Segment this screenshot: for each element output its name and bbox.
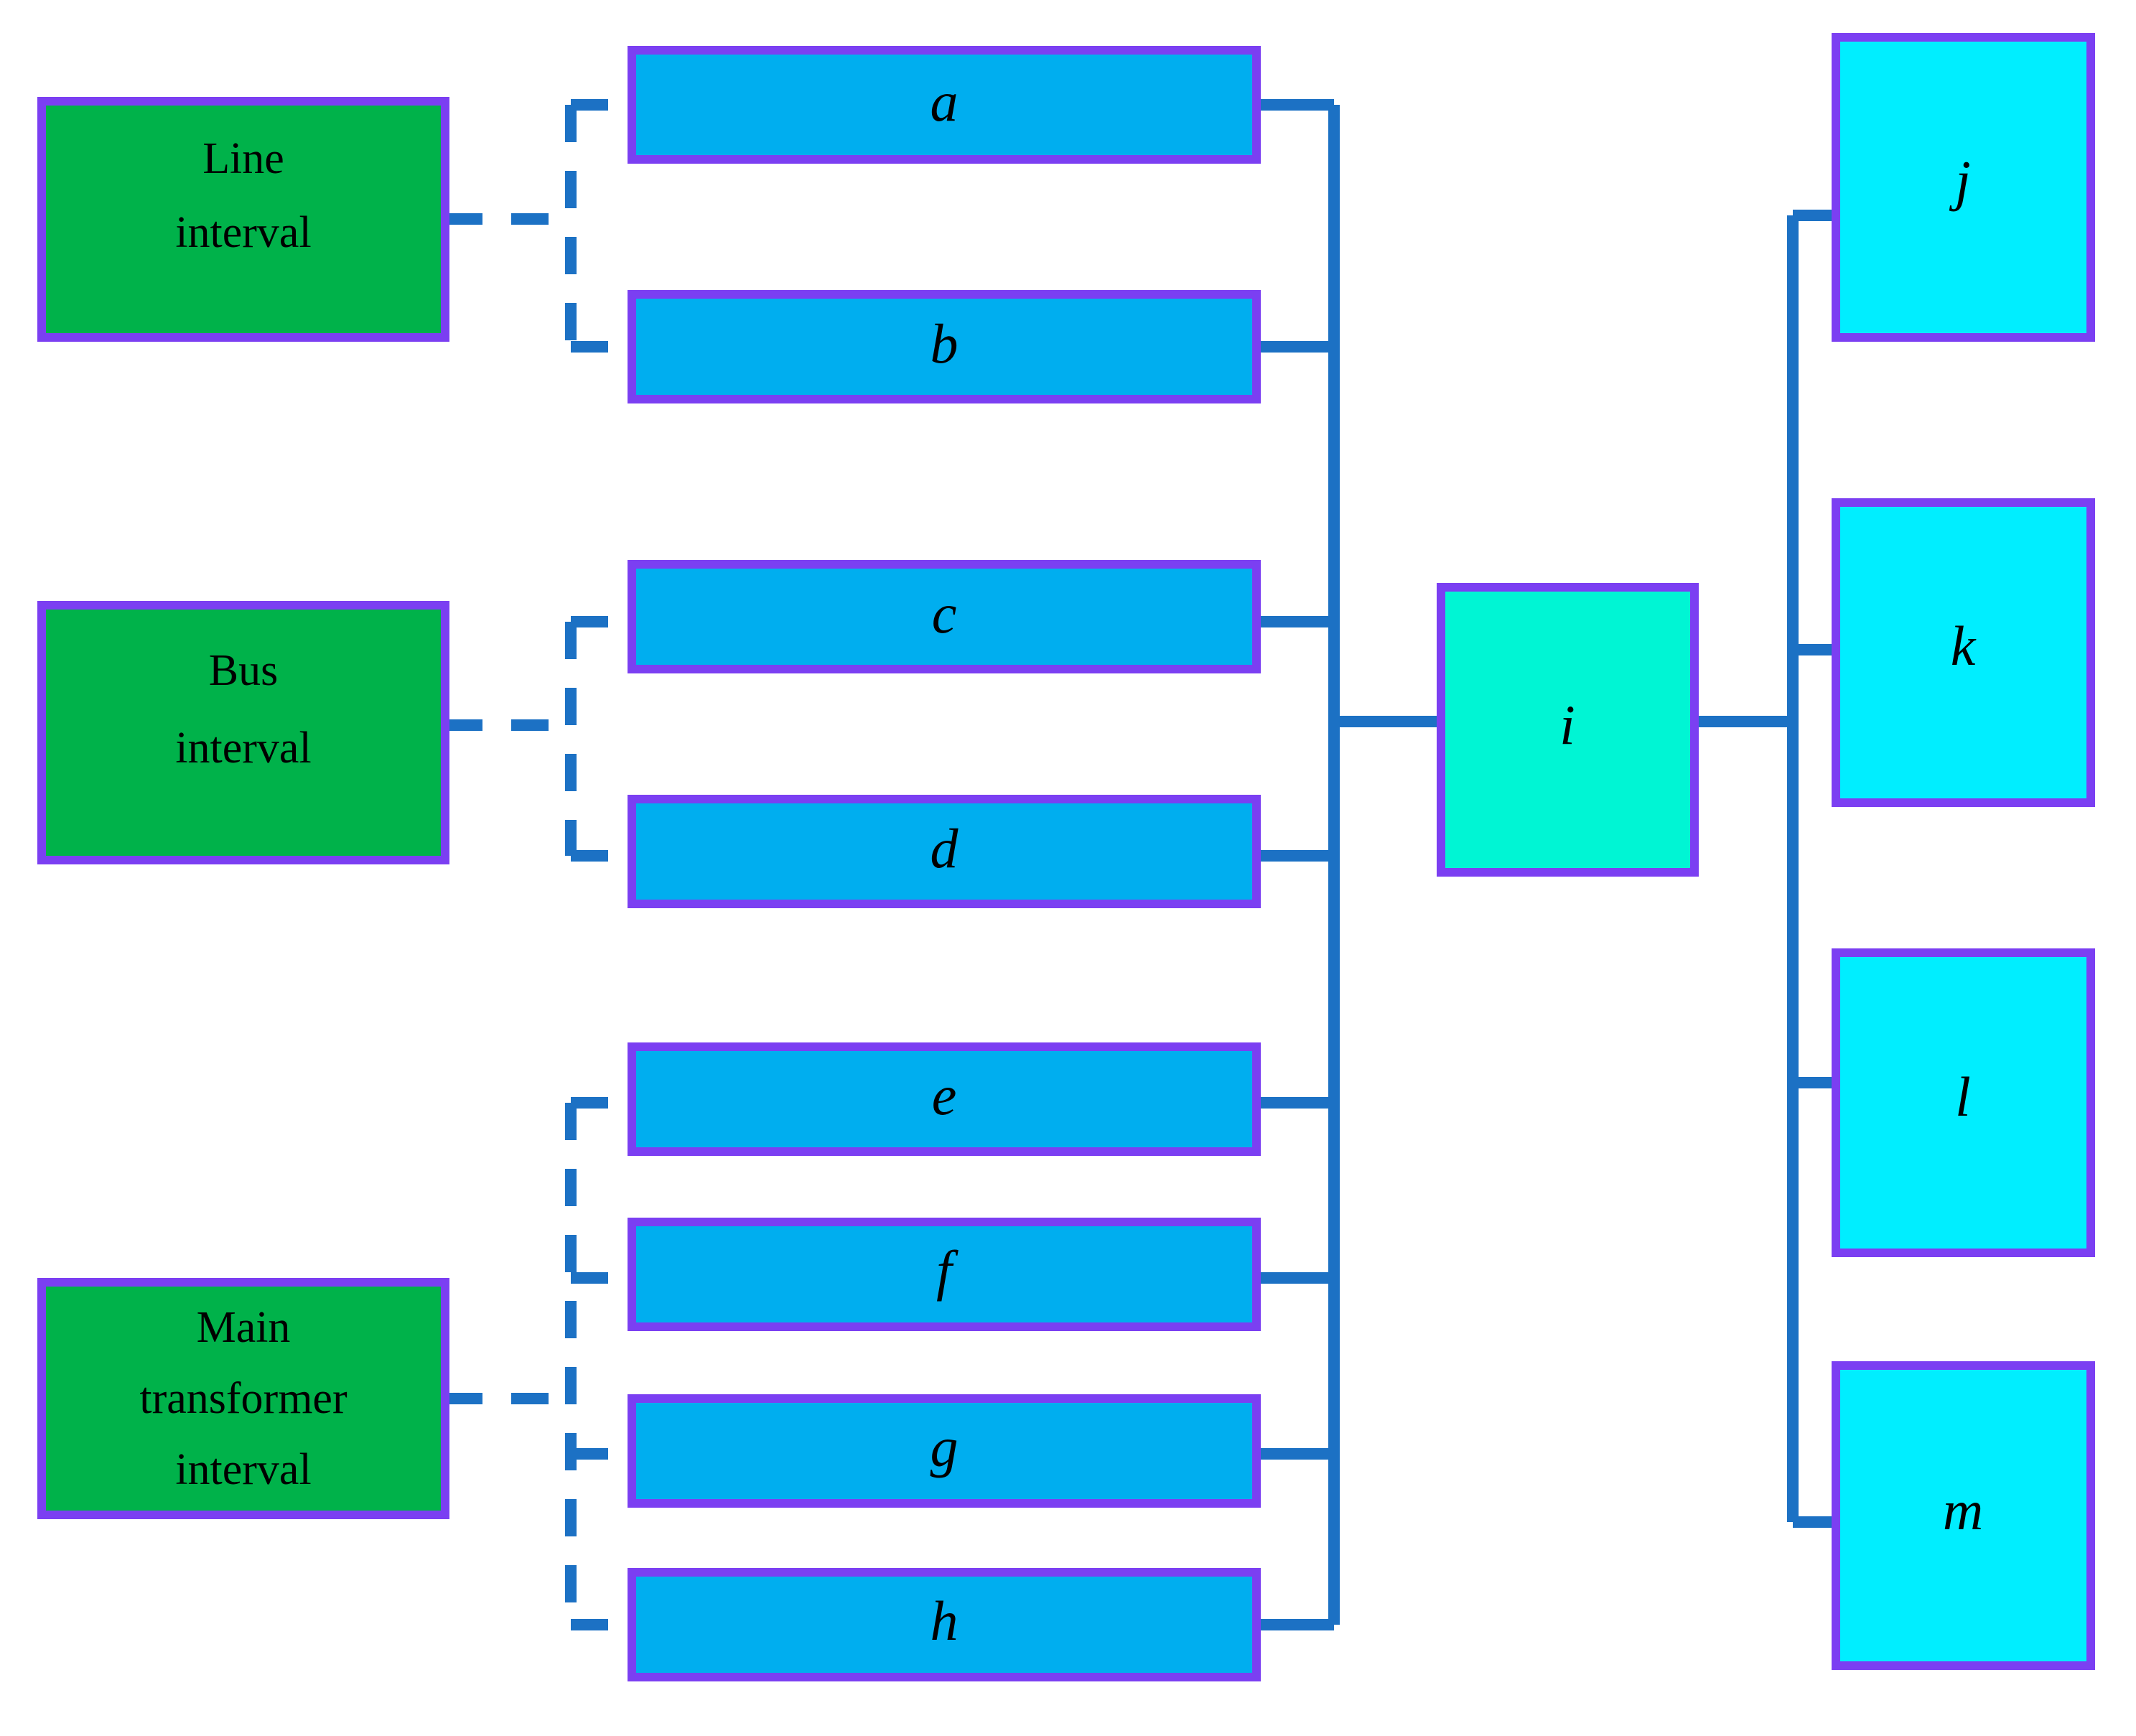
item-box-h-rect[interactable] [628, 1568, 1261, 1681]
item-label-b: b [931, 312, 959, 375]
item-label-a: a [931, 70, 959, 133]
group-label-main-transformer-line2: transformer [139, 1374, 348, 1423]
group-box-bus-interval[interactable]: Bus interval [37, 601, 449, 864]
item-label-c: c [932, 582, 957, 645]
group-label-line-interval-line2: interval [175, 208, 311, 257]
item-box-d[interactable]: d [628, 795, 1261, 908]
group-box-bus-interval-rect[interactable] [37, 601, 449, 864]
output-label-l: l [1955, 1065, 1971, 1128]
dashed-branches-line-interval [571, 99, 632, 353]
output-label-k: k [1951, 615, 1977, 677]
item-box-f-rect[interactable] [628, 1218, 1261, 1331]
group-box-main-transformer-interval[interactable]: Main transformer interval [37, 1278, 449, 1519]
group-box-main-transformer-interval-rect[interactable] [37, 1278, 449, 1519]
group-label-main-transformer-line3: interval [175, 1445, 311, 1494]
dashed-connectors-bus-interval [445, 622, 577, 856]
output-box-m[interactable]: m [1832, 1361, 2095, 1670]
output-label-m: m [1943, 1479, 1983, 1541]
item-box-b[interactable]: b [628, 290, 1261, 403]
item-box-f[interactable]: f [628, 1218, 1261, 1331]
hub-to-outputs-bus [1694, 210, 1836, 1528]
group-box-line-interval-rect[interactable] [37, 97, 449, 342]
item-box-e-rect[interactable] [628, 1042, 1261, 1156]
group-label-main-transformer-line1: Main [197, 1303, 291, 1352]
group-label-bus-interval-line1: Bus [209, 646, 278, 695]
item-label-d: d [931, 817, 959, 879]
item-box-b-rect[interactable] [628, 290, 1261, 403]
output-box-j-rect[interactable] [1832, 33, 2095, 342]
dashed-connectors-line-interval [445, 105, 577, 347]
output-box-k[interactable]: k [1832, 498, 2095, 807]
item-box-c[interactable]: c [628, 560, 1261, 673]
item-label-g: g [931, 1416, 959, 1478]
item-box-h[interactable]: h [628, 1568, 1261, 1681]
item-box-d-rect[interactable] [628, 795, 1261, 908]
item-label-h: h [931, 1590, 959, 1652]
output-box-m-rect[interactable] [1832, 1361, 2095, 1670]
items-to-hub-bus [1256, 99, 1441, 1630]
group-label-bus-interval-line2: interval [175, 724, 311, 773]
item-box-a-rect[interactable] [628, 46, 1261, 164]
item-box-g-rect[interactable] [628, 1394, 1261, 1508]
dashed-branches-main-transformer-interval [571, 1097, 632, 1630]
hub-label-i: i [1559, 694, 1575, 756]
dashed-branches-bus-interval [571, 616, 632, 862]
output-box-l-rect[interactable] [1832, 948, 2095, 1257]
item-box-a[interactable]: a [628, 46, 1261, 164]
group-label-line-interval-line1: Line [202, 134, 284, 183]
item-box-c-rect[interactable] [628, 560, 1261, 673]
item-label-e: e [932, 1064, 957, 1126]
dashed-connectors-main-transformer-interval [445, 1103, 577, 1625]
output-box-j[interactable]: j [1832, 33, 2095, 342]
item-box-g[interactable]: g [628, 1394, 1261, 1508]
item-box-e[interactable]: e [628, 1042, 1261, 1156]
hub-box-i-rect[interactable] [1437, 583, 1699, 877]
output-box-l[interactable]: l [1832, 948, 2095, 1257]
output-box-k-rect[interactable] [1832, 498, 2095, 807]
group-box-line-interval[interactable]: Line interval [37, 97, 449, 342]
hub-box-i[interactable]: i [1437, 583, 1699, 877]
